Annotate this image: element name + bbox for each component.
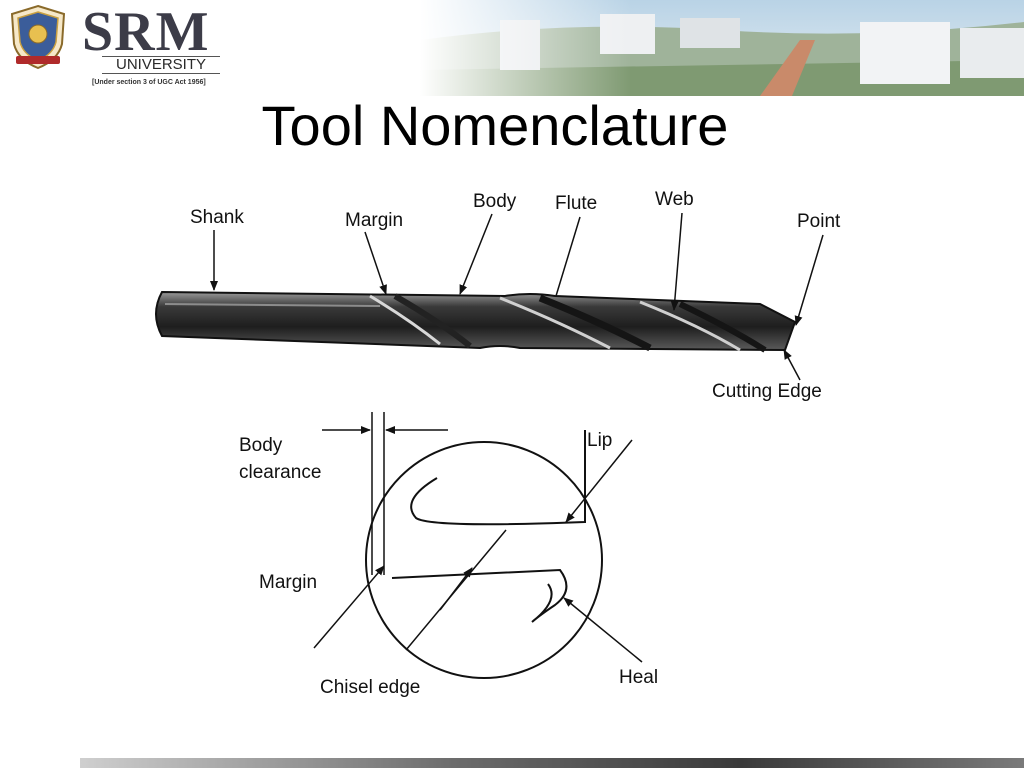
drill-illustration xyxy=(155,290,797,353)
brand-note: [Under section 3 of UGC Act 1956] xyxy=(92,79,206,86)
arrow-point xyxy=(794,234,824,326)
arrow-web xyxy=(670,212,683,311)
label-body-clearance-2: clearance xyxy=(239,462,321,483)
campus-photo xyxy=(420,0,1024,96)
brand-subtitle: UNIVERSITY xyxy=(102,56,220,74)
university-crest-icon xyxy=(10,4,66,70)
drill-cross-section xyxy=(365,412,603,679)
arrow-body xyxy=(459,213,493,295)
footer-bar xyxy=(80,758,1024,768)
arrow-chisel-edge-head xyxy=(439,567,473,611)
label-body: Body xyxy=(473,191,517,212)
arrow-heal xyxy=(563,597,643,663)
label-web: Web xyxy=(655,189,694,210)
header-banner: SRM UNIVERSITY [Under section 3 of UGC A… xyxy=(0,0,1024,96)
label-flute: Flute xyxy=(555,193,597,214)
label-cutting-edge: Cutting Edge xyxy=(712,381,822,402)
brand-name: SRM xyxy=(82,1,210,63)
label-margin-section: Margin xyxy=(259,572,317,593)
label-chisel-edge: Chisel edge xyxy=(320,677,420,698)
slide-title: Tool Nomenclature xyxy=(261,94,729,157)
label-margin-drill: Margin xyxy=(345,210,403,231)
label-point: Point xyxy=(797,211,841,232)
label-heal: Heal xyxy=(619,667,658,688)
arrow-flute xyxy=(555,216,581,297)
label-lip: Lip xyxy=(587,430,612,451)
arrow-cutting-edge xyxy=(783,349,801,381)
label-shank: Shank xyxy=(190,207,244,228)
arrow-margin-drill xyxy=(364,231,387,295)
label-body-clearance-1: Body xyxy=(239,435,283,456)
arrow-margin-section xyxy=(313,565,385,649)
arrow-lip xyxy=(565,439,633,523)
